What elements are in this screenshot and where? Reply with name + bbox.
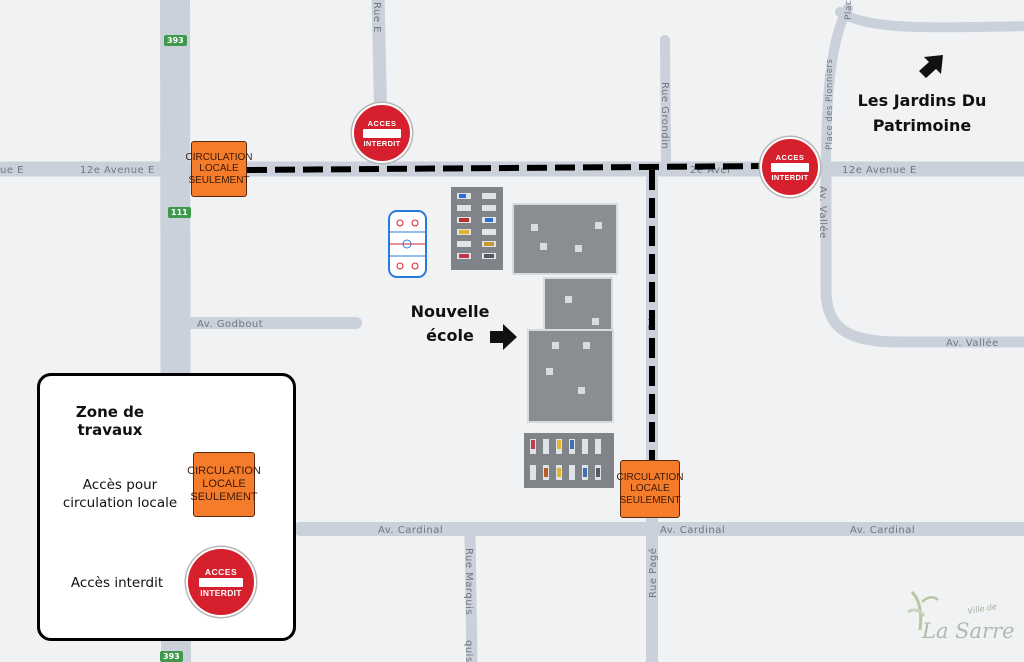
ville-la-sarre-logo: Ville de La Sarre: [902, 582, 1015, 646]
la-sarre-logo-icon: Ville de La Sarre: [907, 590, 1015, 643]
road-av-vallee: [820, 163, 1024, 348]
legend-box: Zone de travaux Accès pour circulation l…: [37, 373, 296, 641]
sign-acces-text: ACCES: [367, 118, 397, 128]
street-label-rue-marquis-bottom: quis: [463, 640, 474, 662]
jardins-line2: Patrimoine: [872, 116, 972, 135]
sign-bar: [198, 577, 244, 587]
street-label-rue-page: Rue Pagé: [647, 548, 659, 598]
route-393-shield-top: 393: [164, 35, 187, 46]
sign-line3: SEULEMENT: [619, 494, 681, 506]
arrow-up-right-icon: [919, 55, 943, 78]
school-buildings: [512, 203, 618, 423]
road-top-right: [835, 7, 1024, 33]
street-label-av-vallee-v: Av. Vallée: [817, 186, 829, 239]
street-label-rue-grondin: Rue Grondin: [659, 82, 670, 149]
acces-interdit-sign-east: ACCES INTERDIT: [760, 137, 820, 197]
street-label-12e-right: 12e Avenue E: [842, 165, 917, 176]
road-place-pionniers: [821, 3, 853, 174]
route-111-shield: 111: [168, 207, 191, 218]
sign-acces-text: ACCES: [204, 566, 238, 577]
parking-lot-south: [524, 433, 614, 488]
nouvelle-ecole-label: Nouvelle école: [402, 300, 498, 348]
legend-zone-travaux-label: Zone de travaux: [60, 403, 160, 439]
street-label-av-cardinal-right: Av. Cardinal: [850, 525, 915, 536]
street-label-12e-left: 12e Avenue E: [80, 165, 155, 176]
sign-interdit-text: INTERDIT: [200, 587, 242, 598]
building-middle: [543, 277, 613, 331]
sign-line1: CIRCULATION: [185, 151, 253, 163]
work-zone-line: [246, 163, 771, 462]
road-rue-grondin: [660, 35, 671, 167]
nouvelle-ecole-line2: école: [426, 326, 474, 345]
logo-small-text: Ville de: [967, 602, 998, 616]
sign-line1: CIRCULATION: [616, 471, 684, 483]
sign-line1: CIRCULATION: [187, 465, 261, 477]
legend-circulation-locale-sign: CIRCULATION LOCALE SEULEMENT: [187, 452, 261, 517]
skating-rink: [388, 210, 427, 278]
sign-line2: LOCALE: [630, 483, 670, 495]
sign-acces-text: ACCES: [775, 152, 805, 162]
sign-bar: [362, 128, 402, 138]
street-labels: 12e Avenue E ue E 12e Avenue E 2e Aver R…: [0, 0, 999, 662]
street-label-av-godbout: Av. Godbout: [197, 319, 263, 330]
legend-acces-local-line1: Accès pour: [82, 477, 158, 493]
sign-bar: [770, 162, 810, 172]
building-north: [512, 203, 618, 275]
street-label-av-cardinal-left: Av. Cardinal: [378, 525, 443, 536]
arrow-right-icon: [490, 324, 517, 350]
jardins-patrimoine-label: Les Jardins Du Patrimoine: [842, 88, 1002, 138]
parking-lot-north: [451, 187, 503, 270]
nouvelle-ecole-line1: Nouvelle: [410, 302, 490, 321]
street-label-rue-e: Rue E: [371, 2, 382, 33]
legend-acces-local-label: Accès pour circulation locale: [46, 476, 194, 512]
circulation-locale-sign-south: CIRCULATION LOCALE SEULEMENT: [616, 460, 684, 518]
road-rue-marquis: [464, 530, 478, 662]
legend-zone-line1: Zone de: [75, 403, 145, 421]
circulation-locale-sign-west: CIRCULATION LOCALE SEULEMENT: [185, 141, 253, 197]
sign-interdit-text: INTERDIT: [771, 172, 809, 182]
sign-line2: LOCALE: [202, 478, 246, 490]
route-393-shield-bottom: 393: [160, 651, 183, 662]
legend-zone-line2: travaux: [77, 421, 143, 439]
legend-acces-local-line2: circulation locale: [62, 495, 178, 511]
street-label-rue-marquis: Rue Marquis: [463, 548, 474, 615]
street-label-av-vallee-h: Av. Vallée: [946, 337, 999, 349]
street-label-12e-mid: 2e Aver: [690, 165, 732, 176]
street-label-place-top: Plac: [844, 0, 854, 20]
jardins-line1: Les Jardins Du: [857, 91, 987, 110]
logo-big-text: La Sarre: [921, 619, 1014, 643]
building-south: [527, 329, 614, 423]
sign-line2: LOCALE: [199, 163, 239, 175]
sign-line3: SEULEMENT: [188, 174, 250, 186]
sign-interdit-text: INTERDIT: [363, 138, 401, 148]
street-label-av-cardinal-mid: Av. Cardinal: [660, 525, 725, 536]
street-label-place-pionniers: Place des Pionniers: [825, 59, 835, 150]
sign-line3: SEULEMENT: [190, 491, 258, 503]
acces-interdit-sign-north: ACCES INTERDIT: [352, 103, 412, 163]
legend-acces-interdit-label: Accès interdit: [70, 575, 164, 591]
legend-acces-interdit-sign: ACCES INTERDIT: [186, 547, 256, 617]
street-label-12e-cut: ue E: [0, 165, 24, 176]
